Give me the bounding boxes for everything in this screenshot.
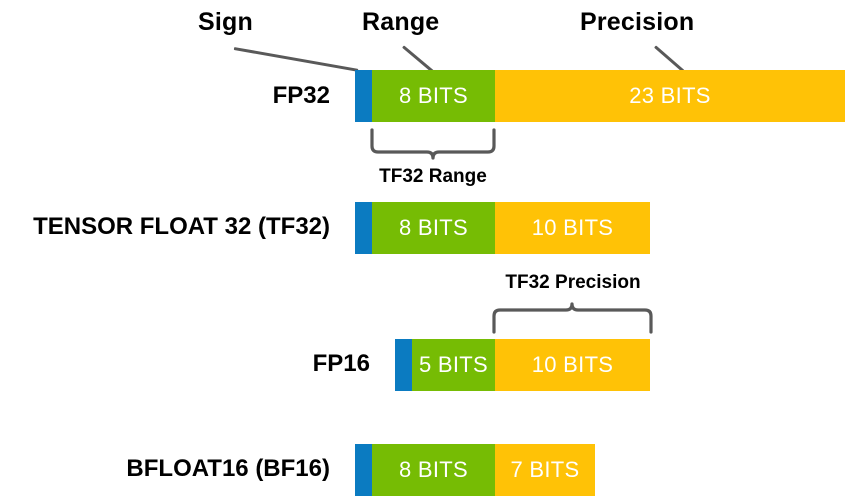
segment-fp16-range: 5 BITS [412, 339, 495, 391]
segment-label-tf32-precision: 10 BITS [531, 215, 614, 240]
segment-fp16-precision: 10 BITS [495, 339, 650, 391]
segment-tf32-range: 8 BITS [372, 202, 495, 254]
segment-fp32-range: 8 BITS [372, 70, 495, 122]
column-header-sign: Sign [198, 8, 253, 36]
bitfield-bar-tf32: 8 BITS 10 BITS [355, 202, 650, 254]
segment-label-fp16-precision: 10 BITS [531, 352, 614, 377]
segment-label-bf16-range: 8 BITS [398, 457, 469, 482]
column-header-precision: Precision [580, 8, 695, 36]
row-label-tf32: TENSOR FLOAT 32 (TF32) [33, 213, 330, 240]
segment-bf16-range: 8 BITS [372, 444, 495, 496]
segment-label-fp32-range: 8 BITS [398, 83, 469, 108]
segment-tf32-sign [355, 202, 372, 254]
segment-label-fp16-range: 5 BITS [418, 352, 489, 377]
segment-fp32-precision: 23 BITS [495, 70, 845, 122]
row-label-bf16: BFLOAT16 (BF16) [126, 455, 330, 482]
leader-line-precision [654, 45, 685, 73]
bracket-label-tf32-range: TF32 Range [379, 166, 487, 187]
segment-bf16-precision: 7 BITS [495, 444, 595, 496]
bitfield-bar-bf16: 8 BITS 7 BITS [355, 444, 595, 496]
bitfield-bar-fp32: 8 BITS 23 BITS [355, 70, 845, 122]
bracket-tf32-precision [491, 302, 654, 334]
segment-label-bf16-precision: 7 BITS [510, 457, 580, 482]
segment-fp32-sign [355, 70, 372, 122]
row-label-fp32: FP32 [272, 82, 330, 109]
segment-label-tf32-range: 8 BITS [398, 215, 469, 240]
segment-tf32-precision: 10 BITS [495, 202, 650, 254]
bracket-label-tf32-precision: TF32 Precision [505, 272, 641, 293]
column-header-range: Range [362, 8, 440, 36]
leader-line-range [402, 45, 434, 73]
segment-label-fp32-precision: 23 BITS [629, 83, 711, 108]
bracket-tf32-range [369, 128, 497, 160]
segment-fp16-sign [395, 339, 412, 391]
row-label-fp16: FP16 [312, 350, 370, 377]
bitfield-bar-fp16: 5 BITS 10 BITS [395, 339, 650, 391]
segment-bf16-sign [355, 444, 372, 496]
leader-line-sign [233, 47, 359, 72]
